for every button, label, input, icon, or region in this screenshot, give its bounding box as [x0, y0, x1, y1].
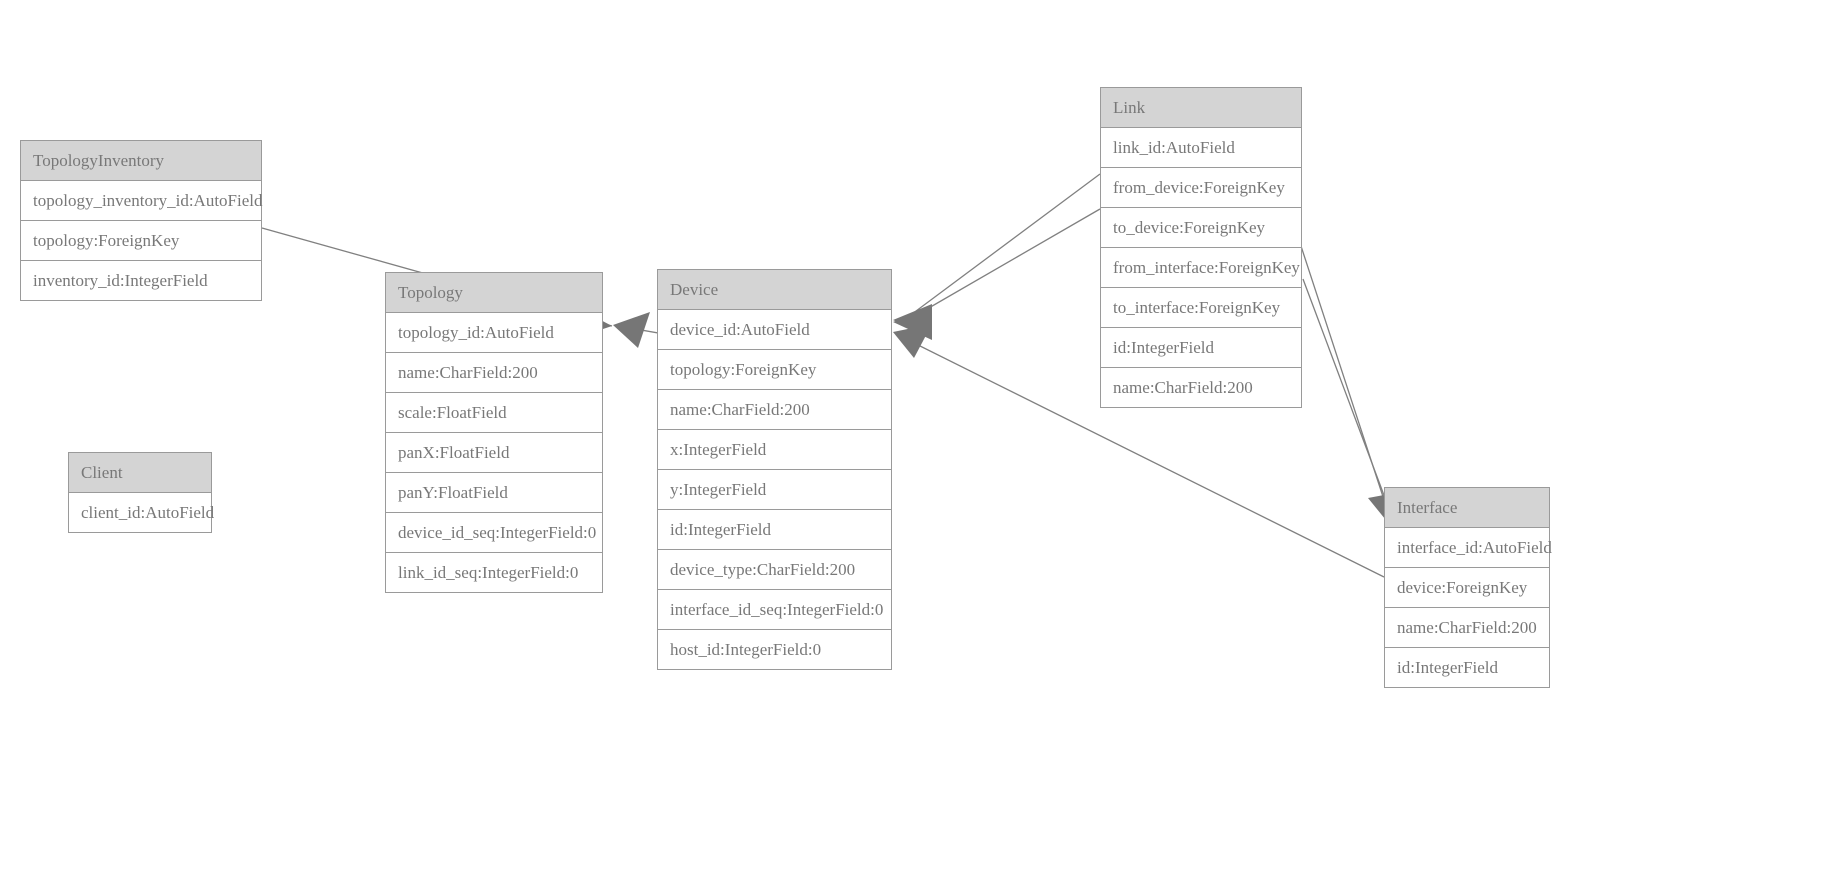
edge-link-from-device: [893, 173, 1101, 338]
entity-title: Device: [658, 270, 891, 310]
entity-field[interactable]: client_id:AutoField: [69, 493, 214, 532]
entity-title: Topology: [386, 273, 602, 313]
entity-field[interactable]: interface_id_seq:IntegerField:0: [658, 590, 891, 630]
entity-field[interactable]: device_type:CharField:200: [658, 550, 891, 590]
entity-field[interactable]: device:ForeignKey: [1385, 568, 1549, 608]
entity-field[interactable]: device_id_seq:IntegerField:0: [386, 513, 602, 553]
entity-field[interactable]: x:IntegerField: [658, 430, 891, 470]
edge-link-to-device: [893, 208, 1101, 340]
entity-field[interactable]: topology_id:AutoField: [386, 313, 602, 353]
entity-field[interactable]: link_id:AutoField: [1101, 128, 1301, 168]
entity-title: Link: [1101, 88, 1301, 128]
entity-field[interactable]: name:CharField:200: [1385, 608, 1549, 648]
entity-field[interactable]: topology_inventory_id:AutoField: [21, 181, 263, 221]
entity-interface[interactable]: Interface interface_id:AutoField device:…: [1384, 487, 1552, 688]
entity-field[interactable]: to_device:ForeignKey: [1101, 208, 1301, 248]
entity-topologyinventory[interactable]: TopologyInventory topology_inventory_id:…: [20, 140, 263, 301]
entity-field[interactable]: name:CharField:200: [1101, 368, 1301, 407]
entity-field[interactable]: inventory_id:IntegerField: [21, 261, 261, 300]
entity-field[interactable]: panX:FloatField: [386, 433, 602, 473]
entity-field[interactable]: device_id:AutoField: [658, 310, 891, 350]
entity-field[interactable]: host_id:IntegerField:0: [658, 630, 891, 669]
entity-field[interactable]: topology:ForeignKey: [21, 221, 261, 261]
entity-title: TopologyInventory: [21, 141, 261, 181]
entity-field[interactable]: topology:ForeignKey: [658, 350, 891, 390]
entity-field[interactable]: from_interface:ForeignKey: [1101, 248, 1301, 288]
entity-title: Client: [69, 453, 211, 493]
entity-field[interactable]: to_interface:ForeignKey: [1101, 288, 1301, 328]
entity-link[interactable]: Link link_id:AutoField from_device:Forei…: [1100, 87, 1302, 408]
entity-client[interactable]: Client client_id:AutoField: [68, 452, 214, 533]
entity-field[interactable]: interface_id:AutoField: [1385, 528, 1552, 568]
entity-title: Interface: [1385, 488, 1549, 528]
entity-field[interactable]: name:CharField:200: [386, 353, 602, 393]
entity-device[interactable]: Device device_id:AutoField topology:Fore…: [657, 269, 892, 670]
entity-field[interactable]: scale:FloatField: [386, 393, 602, 433]
entity-field[interactable]: link_id_seq:IntegerField:0: [386, 553, 602, 592]
entity-field[interactable]: id:IntegerField: [658, 510, 891, 550]
entity-field[interactable]: y:IntegerField: [658, 470, 891, 510]
entity-field[interactable]: id:IntegerField: [1101, 328, 1301, 368]
entity-field[interactable]: from_device:ForeignKey: [1101, 168, 1301, 208]
entity-topology[interactable]: Topology topology_id:AutoField name:Char…: [385, 272, 603, 593]
entity-field[interactable]: id:IntegerField: [1385, 648, 1549, 687]
entity-field[interactable]: panY:FloatField: [386, 473, 602, 513]
entity-field[interactable]: name:CharField:200: [658, 390, 891, 430]
